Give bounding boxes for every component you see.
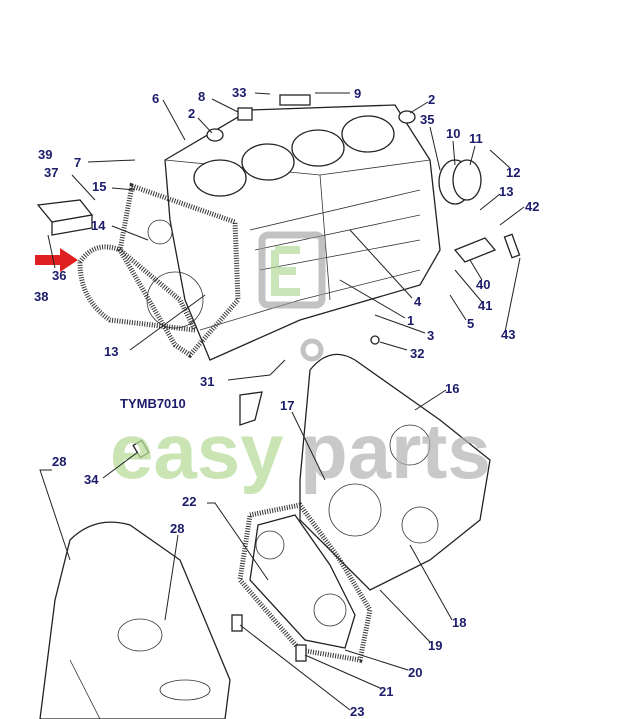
watermark-parts: parts	[300, 407, 491, 495]
watermark-logo	[258, 231, 326, 362]
callout-18: 18	[452, 615, 466, 630]
callout-40: 40	[476, 277, 490, 292]
callout-20: 20	[408, 665, 422, 680]
callout-13-right: 13	[499, 184, 513, 199]
callout-2-left: 2	[188, 106, 195, 121]
part-code: TYMB7010	[120, 396, 186, 411]
callout-32: 32	[410, 346, 424, 361]
callout-23: 23	[350, 704, 364, 719]
callout-13-left: 13	[104, 344, 118, 359]
callout-34: 34	[84, 472, 99, 487]
callout-28-left: 28	[52, 454, 66, 469]
callout-31: 31	[200, 374, 214, 389]
timing-case-16	[299, 353, 491, 591]
bracket-36	[36, 199, 94, 236]
callout-43: 43	[501, 327, 515, 342]
watermark: easy parts	[110, 231, 491, 495]
callout-8: 8	[198, 89, 205, 104]
callout-39: 39	[38, 147, 52, 162]
front-cover-28	[39, 521, 231, 719]
callout-2-right: 2	[428, 92, 435, 107]
red-arrow-icon	[35, 248, 78, 272]
callout-11: 11	[469, 131, 483, 146]
callout-36: 36	[52, 268, 66, 283]
callout-5: 5	[467, 316, 474, 331]
callout-4: 4	[414, 294, 422, 309]
callout-22: 22	[182, 494, 196, 509]
small-parts	[132, 335, 380, 662]
callout-1: 1	[407, 313, 414, 328]
callout-labels: 6 8 33 9 2 2 35 10 11 12 39 37 7 15 13 4…	[34, 85, 539, 719]
water-pump-parts	[206, 94, 521, 263]
callout-7: 7	[74, 155, 81, 170]
callout-28-mid: 28	[170, 521, 184, 536]
callout-9: 9	[354, 86, 361, 101]
callout-41: 41	[478, 298, 492, 313]
callout-35: 35	[420, 112, 434, 127]
callout-17: 17	[280, 398, 294, 413]
callout-16: 16	[445, 381, 459, 396]
callout-15: 15	[92, 179, 106, 194]
callout-12: 12	[506, 165, 520, 180]
callout-42: 42	[525, 199, 539, 214]
callout-6: 6	[152, 91, 159, 106]
front-plate-gaskets	[77, 182, 241, 359]
callout-37: 37	[44, 165, 58, 180]
callout-21: 21	[379, 684, 393, 699]
callout-10: 10	[446, 126, 460, 141]
callout-14: 14	[91, 218, 106, 233]
callout-38: 38	[34, 289, 48, 304]
callout-3: 3	[427, 328, 434, 343]
callout-19: 19	[428, 638, 442, 653]
callout-33: 33	[232, 85, 246, 100]
timing-cover-22	[237, 502, 373, 663]
watermark-easy: easy	[110, 407, 284, 495]
leader-lines	[39, 92, 525, 711]
